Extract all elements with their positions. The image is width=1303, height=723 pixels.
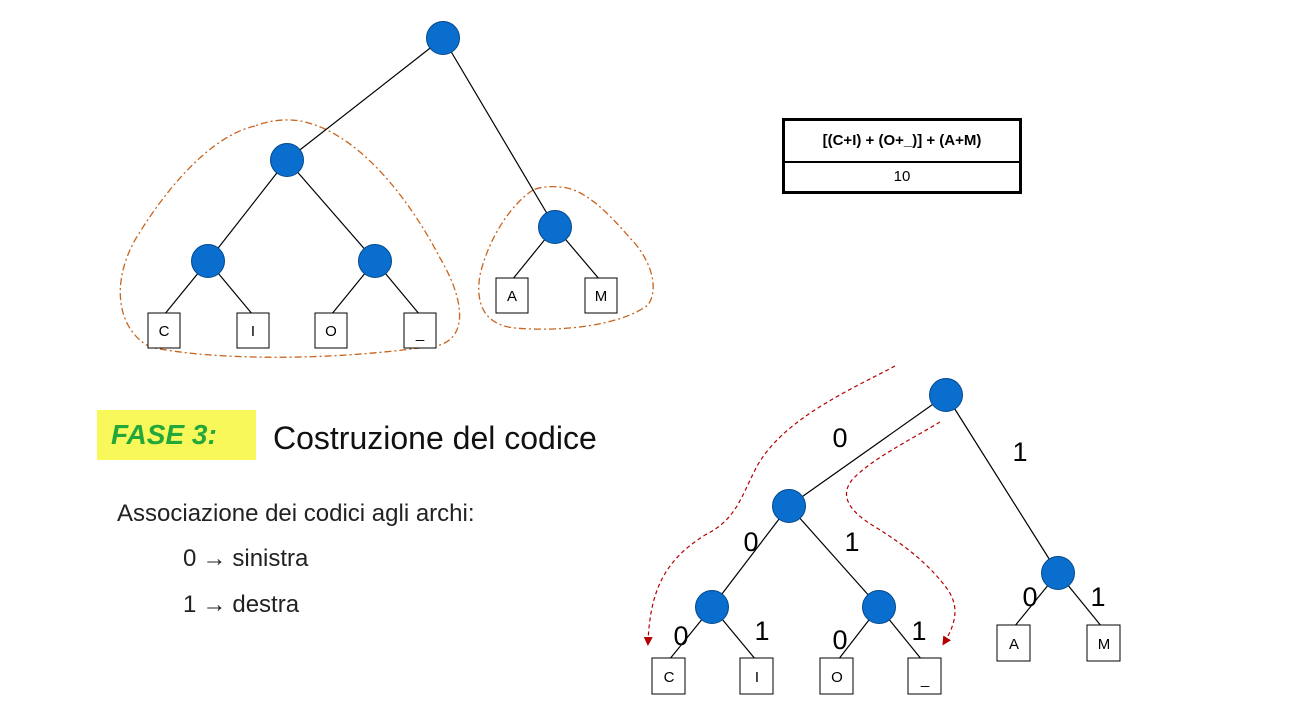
tree-node	[1041, 556, 1075, 590]
edge-label: 0	[673, 621, 688, 651]
leaf-box	[403, 312, 437, 349]
edge-label: 1	[754, 616, 769, 646]
leaf-label-c: C	[159, 323, 170, 340]
edge-label: 0	[1022, 582, 1037, 612]
leaf-box	[739, 657, 774, 695]
group-outline-left	[119, 119, 461, 358]
phase-label: FASE 3:	[111, 419, 217, 450]
tree-node	[772, 489, 806, 523]
rule-left: 0→sinistra	[183, 545, 308, 573]
edge-label: 0	[743, 527, 758, 557]
explanation-intro: Associazione dei codici agli archi:	[117, 500, 475, 527]
formula-box: [(C+I) + (O+_)] + (A+M) 10	[782, 118, 1022, 194]
leaf-box	[907, 657, 942, 695]
leaf-box	[996, 624, 1031, 662]
coded-tree: 0 1 0 1 0 1 0 1 0 1 C I O _ A M	[643, 365, 1121, 695]
tree-node	[929, 378, 963, 412]
leaf-label-c: C	[664, 669, 675, 686]
leaf-box	[495, 277, 529, 314]
rule-direction: sinistra	[232, 545, 309, 572]
leaf-label-o: O	[831, 669, 843, 686]
tree-node	[270, 143, 304, 177]
right-path-arrow	[845, 421, 956, 646]
leaf-label-i: I	[755, 669, 759, 686]
leaf-label-m: M	[595, 288, 608, 305]
formula-value: 10	[893, 168, 911, 185]
tree-node	[538, 210, 572, 244]
top-tree: C I O _ A M	[119, 21, 654, 358]
tree-node	[695, 590, 729, 624]
leaf-label-m: M	[1098, 636, 1111, 653]
leaf-box	[1086, 624, 1121, 662]
tree-node	[426, 21, 460, 55]
rule-bit: 1	[183, 591, 197, 618]
leaf-box	[584, 277, 618, 314]
leaf-box	[236, 312, 270, 349]
leaf-label-a: A	[1009, 636, 1019, 653]
tree-node	[358, 244, 392, 278]
leaf-box	[147, 312, 181, 349]
rule-right: 1→destra	[183, 591, 299, 619]
leaf-label-space: _	[920, 671, 930, 688]
edge-label: 0	[832, 423, 847, 453]
tree-node	[191, 244, 225, 278]
group-outline-right	[478, 185, 654, 330]
edge-label: 1	[1012, 437, 1027, 467]
rule-bit: 0	[183, 545, 197, 572]
left-path-arrow	[643, 365, 896, 646]
right-arrow-icon: →	[202, 545, 227, 572]
leaf-label-i: I	[251, 323, 255, 340]
edge-label: 1	[844, 527, 859, 557]
leaf-label-space: _	[415, 325, 425, 342]
leaf-label-o: O	[325, 323, 337, 340]
edge-label: 1	[911, 616, 926, 646]
phase-title: Costruzione del codice	[273, 420, 597, 456]
tree-node	[862, 590, 896, 624]
leaf-box	[314, 312, 348, 349]
right-arrow-icon: →	[202, 591, 227, 618]
leaf-box	[819, 657, 854, 695]
coded-tree-edges	[668, 394, 1103, 661]
rule-direction: destra	[232, 591, 300, 618]
edge-label: 1	[1090, 582, 1105, 612]
leaf-label-a: A	[507, 288, 517, 305]
leaf-box	[651, 657, 686, 695]
edge-label: 0	[832, 625, 847, 655]
phase-badge: FASE 3:	[97, 410, 256, 460]
formula-expression: [(C+I) + (O+_)] + (A+M)	[785, 121, 1019, 163]
